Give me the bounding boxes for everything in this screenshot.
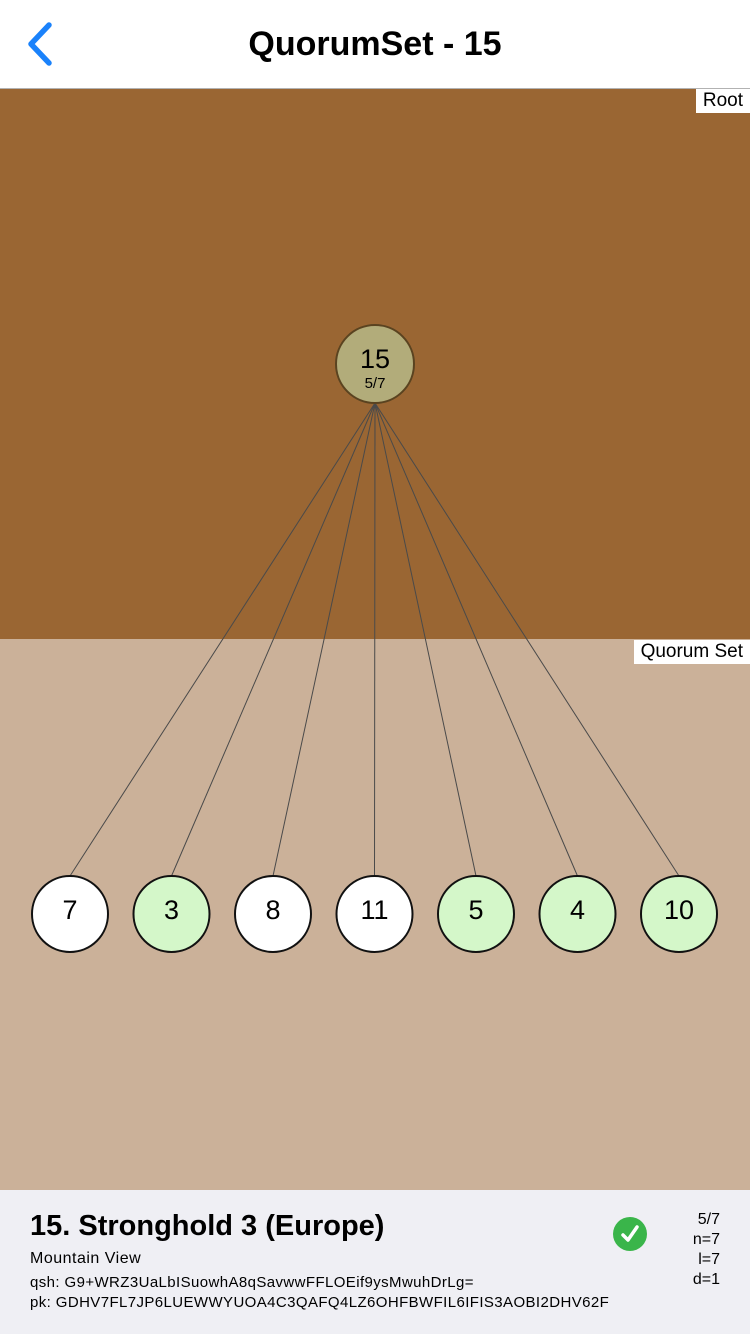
validator-nodes: 7 3 8 11 5 4 10 [31, 875, 718, 953]
validator-node-circle[interactable] [437, 875, 515, 953]
public-key: pk: GDHV7FL7JP6LUEWWYUOA4C3QAFQ4LZ6OHFBW… [30, 1294, 610, 1311]
root-node-id: 15 [360, 344, 390, 374]
edge-line [69, 402, 376, 877]
back-button[interactable] [0, 0, 80, 88]
validator-node-id: 10 [664, 895, 694, 925]
navigation-bar: QuorumSet - 15 [0, 0, 750, 89]
validator-node-circle[interactable] [640, 875, 718, 953]
validator-node-id: 8 [265, 895, 280, 925]
check-circle-icon [613, 1217, 647, 1251]
node-title: 15. Stronghold 3 (Europe) [30, 1210, 385, 1242]
validator-node-circle[interactable] [31, 875, 109, 953]
root-zone-label: Root [695, 89, 750, 113]
validator-node[interactable]: 4 [538, 875, 617, 953]
edge-line [272, 402, 376, 877]
edge-line [171, 402, 376, 877]
validator-node[interactable]: 5 [437, 875, 515, 953]
validator-node-id: 3 [164, 895, 179, 925]
root-node[interactable]: 15 5/7 [335, 324, 415, 404]
graph-edges [69, 402, 680, 877]
quorum-set-zone-label: Quorum Set [633, 640, 750, 664]
edge-line [374, 402, 578, 877]
node-location: Mountain View [30, 1250, 142, 1267]
node-stats: 5/7 n=7 l=7 d=1 [693, 1210, 720, 1290]
validator-node[interactable]: 10 [640, 875, 718, 953]
validator-node[interactable]: 7 [31, 875, 109, 953]
edge-line [374, 402, 376, 877]
validator-node-id: 4 [570, 895, 585, 925]
root-node-threshold: 5/7 [365, 375, 386, 392]
validator-node[interactable]: 11 [335, 875, 414, 953]
validator-node-circle[interactable] [538, 875, 617, 953]
validator-node[interactable]: 3 [132, 875, 211, 953]
node-info-panel: 15. Stronghold 3 (Europe) Mountain View … [0, 1190, 750, 1334]
validator-node-circle[interactable] [234, 875, 312, 953]
page-title: QuorumSet - 15 [248, 25, 502, 63]
validator-node[interactable]: 8 [234, 875, 312, 953]
stat-l: l=7 [698, 1251, 720, 1268]
chevron-left-icon [28, 22, 52, 66]
stat-d: d=1 [692, 1271, 720, 1288]
stat-threshold: 5/7 [697, 1211, 720, 1228]
validator-node-circle[interactable] [335, 875, 414, 953]
validator-node-id: 7 [62, 895, 77, 925]
quorum-set-hash: qsh: G9+WRZ3UaLbISuowhA8qSavwwFFLOEif9ys… [30, 1274, 474, 1291]
edge-line [374, 402, 680, 877]
validator-node-circle[interactable] [132, 875, 211, 953]
stat-n: n=7 [692, 1231, 720, 1248]
check-mark-icon [621, 1225, 639, 1242]
root-node-circle[interactable] [335, 324, 415, 404]
validator-node-id: 5 [468, 895, 483, 925]
edge-line [374, 402, 477, 877]
validator-node-id: 11 [360, 895, 388, 925]
